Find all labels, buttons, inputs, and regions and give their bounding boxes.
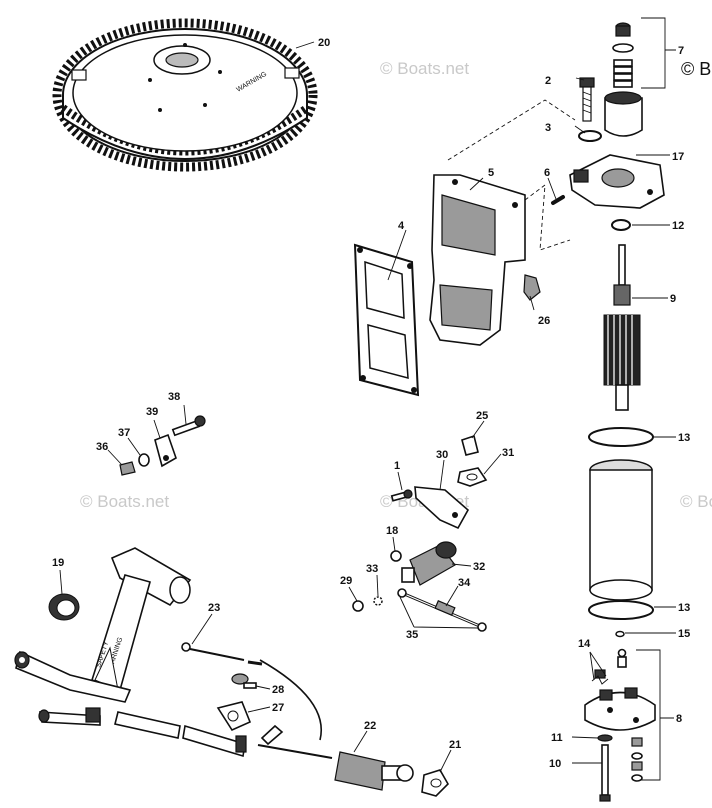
callout-22: 22 [364, 720, 376, 732]
screw-2 [579, 77, 595, 122]
callout-12: 12 [672, 220, 684, 232]
callout-15: 15 [678, 628, 690, 640]
washer-37 [138, 453, 150, 467]
callout-9: 9 [670, 293, 676, 305]
callout-37: 37 [118, 427, 130, 439]
pin-6 [551, 195, 565, 205]
callout-21: 21 [449, 739, 461, 751]
callout-13-bottom: 13 [678, 602, 690, 614]
switch-32 [401, 541, 457, 586]
screw-18 [390, 550, 402, 562]
callout-13-top: 13 [678, 432, 690, 444]
end-cap-assembly [584, 648, 656, 802]
flywheel: WARNING [52, 18, 318, 172]
o-ring-13-top [588, 427, 654, 447]
safety-lever: SAFETY WARNING [14, 547, 192, 703]
callout-4: 4 [398, 220, 405, 232]
mounting-bracket [429, 174, 526, 346]
grommet-19 [48, 593, 80, 621]
callout-2: 2 [545, 75, 551, 87]
washer-3 [578, 130, 602, 142]
clip-25 [461, 434, 479, 456]
lockwasher-33 [373, 596, 383, 606]
screw-38 [171, 415, 206, 437]
ring-15 [615, 630, 625, 638]
callout-32: 32 [473, 561, 485, 573]
leader-lines [59, 17, 676, 781]
callout-26: 26 [538, 315, 550, 327]
armature [603, 244, 641, 411]
washer-12 [611, 219, 631, 231]
cable-end-22 [257, 744, 414, 791]
callout-5: 5 [488, 167, 494, 179]
callout-36: 36 [96, 441, 108, 453]
spring-14 [591, 675, 609, 685]
callout-29: 29 [340, 575, 352, 587]
callout-20: 20 [318, 37, 330, 49]
callout-28: 28 [272, 684, 284, 696]
callout-19: 19 [52, 557, 64, 569]
callout-11: 11 [551, 732, 563, 744]
link-rod-34 [397, 588, 487, 632]
dashed-line [524, 184, 571, 251]
gasket [353, 243, 420, 397]
callout-23: 23 [208, 602, 220, 614]
callout-6: 6 [544, 167, 550, 179]
callout-7: 7 [678, 45, 684, 57]
callout-34: 34 [458, 577, 471, 589]
callout-33: 33 [366, 563, 378, 575]
callout-38: 38 [168, 391, 180, 403]
callout-17: 17 [672, 151, 684, 163]
clamp-39 [154, 433, 177, 468]
callout-39: 39 [146, 406, 158, 418]
callout-27: 27 [272, 702, 284, 714]
cable-23 [181, 642, 322, 741]
callout-8: 8 [676, 713, 682, 725]
callout-35: 35 [406, 629, 418, 641]
o-ring-13-bottom [588, 600, 654, 620]
screw-29 [352, 600, 364, 612]
clip-26 [523, 274, 541, 301]
callout-3: 3 [545, 122, 551, 134]
callout-14: 14 [578, 638, 591, 650]
copyright-mark: © B [681, 59, 711, 79]
screw-1 [390, 489, 413, 502]
watermark: © Boats.net [380, 59, 469, 78]
screw-28 [231, 673, 257, 689]
callout-30: 30 [436, 449, 448, 461]
starter-head [569, 154, 665, 209]
nut-36 [119, 461, 136, 476]
pinion-assembly [604, 22, 643, 137]
callout-25: 25 [476, 410, 488, 422]
callout-18: 18 [386, 525, 398, 537]
cable-rod [38, 707, 284, 758]
callout-10: 10 [549, 758, 561, 770]
dashed-line [447, 99, 576, 161]
watermark: © Boats.net [680, 492, 712, 511]
starter-frame [589, 459, 653, 601]
callout-1: 1 [394, 460, 400, 472]
watermark: © Boats.net [80, 492, 169, 511]
callout-31: 31 [502, 447, 514, 459]
